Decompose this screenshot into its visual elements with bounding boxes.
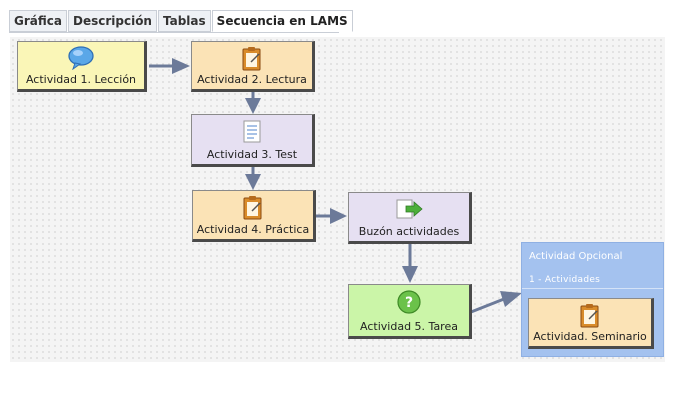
activity-node-tarea[interactable]: ? Actividad 5. Tarea xyxy=(348,284,472,339)
activity-node-buzon[interactable]: Buzón actividades xyxy=(348,192,472,244)
activity-label: Actividad 5. Tarea xyxy=(360,320,458,333)
activity-label: Actividad 2. Lectura xyxy=(197,73,307,86)
tab-secuencia-lams[interactable]: Secuencia en LAMS xyxy=(211,10,353,32)
tab-descripcion[interactable]: Descripción xyxy=(67,10,157,32)
tab-tablas[interactable]: Tablas xyxy=(157,10,211,32)
activity-label: Actividad 1. Lección xyxy=(25,73,137,86)
activity-node-seminario[interactable]: Actividad. Seminario xyxy=(528,298,654,349)
notepad-icon xyxy=(243,196,262,220)
activity-node-practica[interactable]: Actividad 4. Práctica xyxy=(192,190,316,242)
tab-grafica[interactable]: Gráfica xyxy=(9,10,67,32)
activity-node-leccion[interactable]: Actividad 1. Lección xyxy=(17,41,147,92)
submit-arrow-icon xyxy=(396,199,423,219)
activity-node-lectura[interactable]: Actividad 2. Lectura xyxy=(191,41,315,92)
question-icon: ? xyxy=(397,290,421,314)
activity-node-test[interactable]: Actividad 3. Test xyxy=(191,114,315,167)
notepad-icon xyxy=(580,304,599,328)
svg-text:?: ? xyxy=(405,295,413,311)
activity-label: Actividad 4. Práctica xyxy=(196,223,310,236)
tab-bar: Gráfica Descripción Tablas Secuencia en … xyxy=(9,10,354,32)
optional-group-divider xyxy=(522,288,663,289)
activity-label: Actividad. Seminario xyxy=(533,330,647,343)
optional-group-subtitle: 1 - Actividades xyxy=(529,275,601,285)
activity-label: Actividad 3. Test xyxy=(206,148,298,161)
tab-divider xyxy=(9,32,339,33)
optional-group-title: Actividad Opcional xyxy=(529,251,623,262)
speech-bubble-icon xyxy=(68,46,94,70)
activity-label: Buzón actividades xyxy=(358,225,460,238)
checklist-icon xyxy=(243,120,261,143)
notepad-icon xyxy=(242,47,261,71)
